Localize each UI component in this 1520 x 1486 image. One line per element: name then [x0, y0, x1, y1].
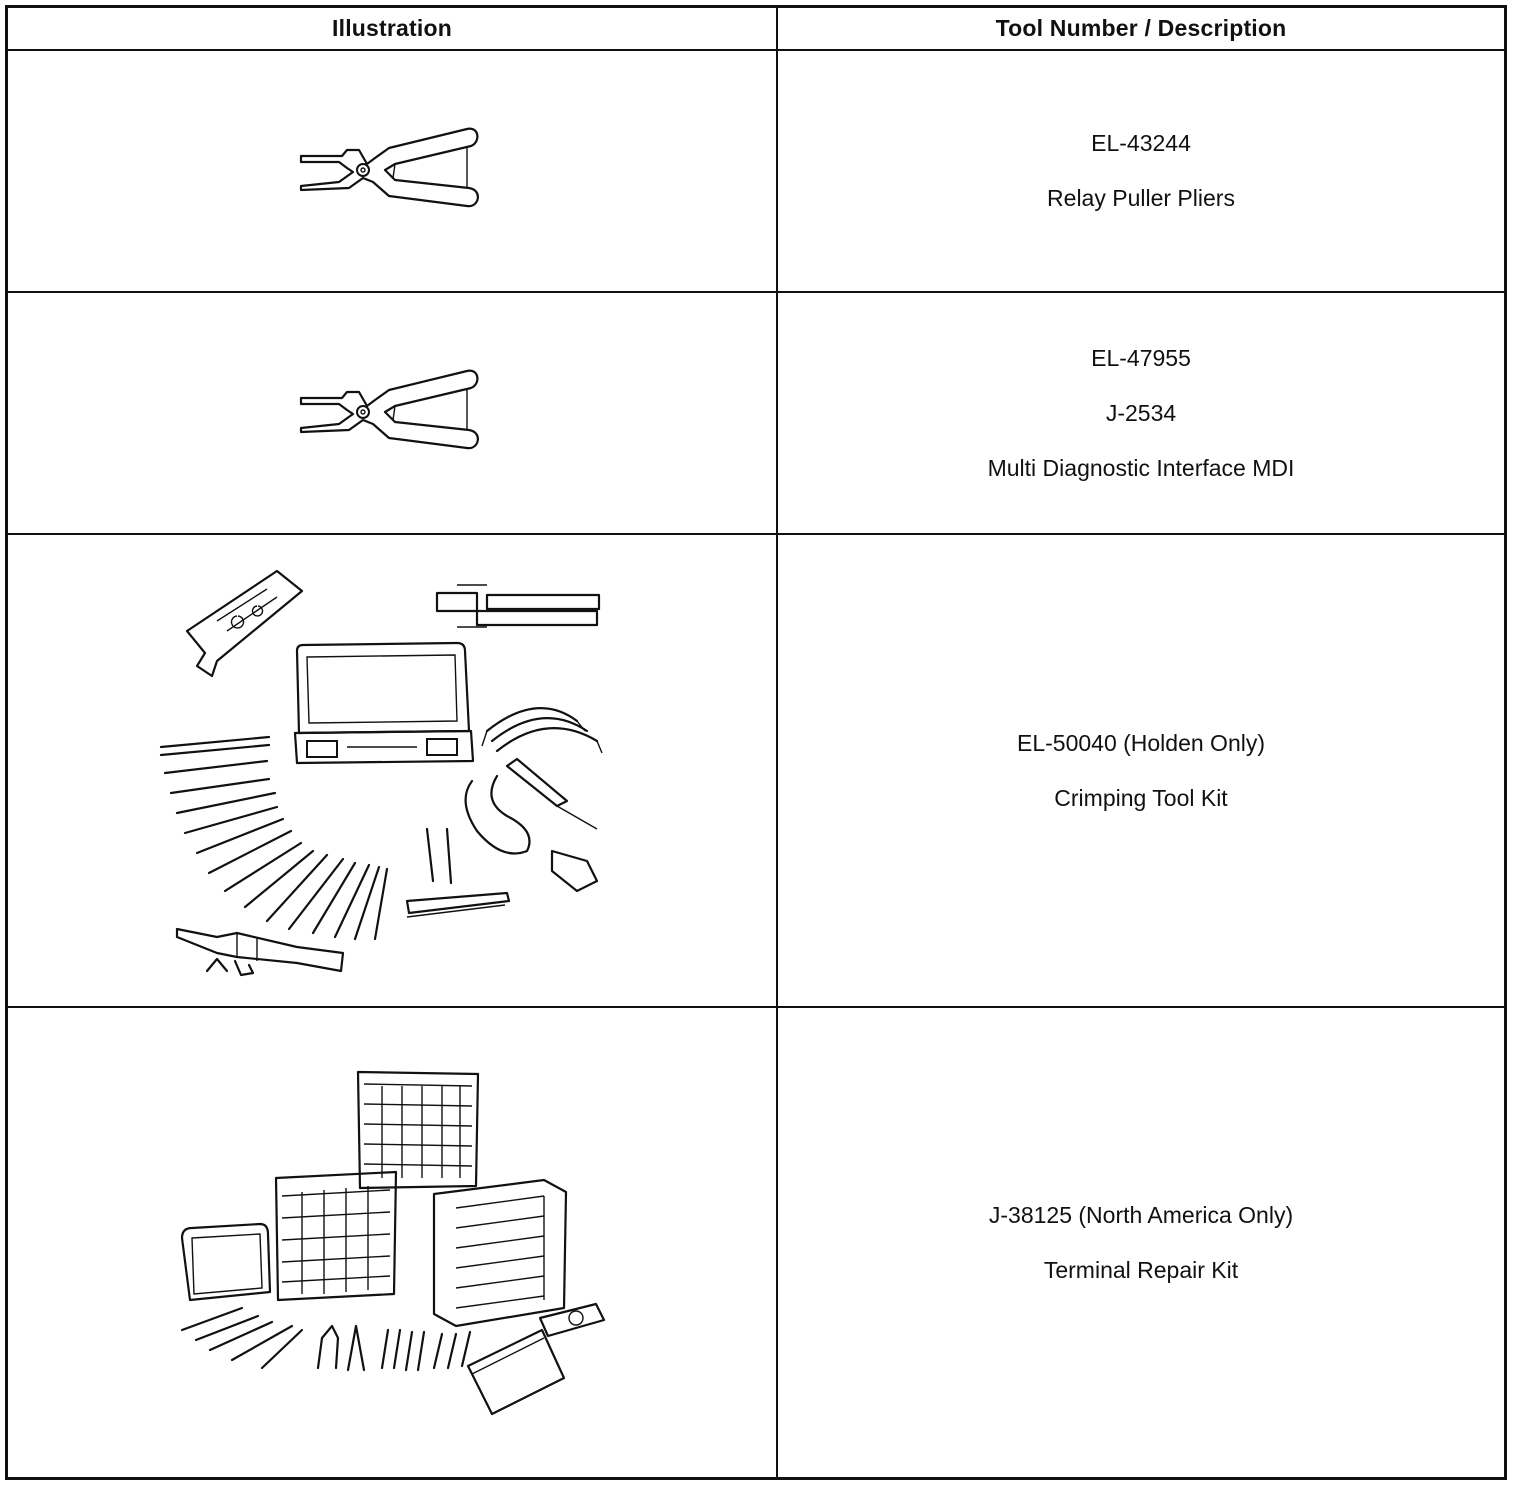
description-cell: EL-47955 J-2534 Multi Diagnostic Interfa… — [778, 293, 1504, 535]
tool-number: J-38125 (North America Only) — [988, 1201, 1294, 1228]
tool-table: Illustration Tool Number / Description E… — [5, 5, 1507, 1480]
description-cell: J-38125 (North America Only) Terminal Re… — [778, 1008, 1504, 1477]
description-cell: EL-43244 Relay Puller Pliers — [778, 51, 1504, 293]
description-cell: EL-50040 (Holden Only) Crimping Tool Kit — [778, 535, 1504, 1008]
relay-puller-pliers-icon — [299, 369, 479, 450]
crimping-tool-kit-icon — [159, 569, 603, 976]
illustration-cell — [8, 293, 778, 535]
illustration-cell — [8, 51, 778, 293]
tool-description: Multi Diagnostic Interface MDI — [987, 454, 1295, 481]
tool-description: Terminal Repair Kit — [1043, 1256, 1239, 1283]
terminal-repair-kit-icon — [180, 1070, 606, 1415]
illustration-cell — [8, 1008, 778, 1477]
tool-description: Relay Puller Pliers — [1047, 185, 1235, 211]
header-illustration: Illustration — [8, 8, 778, 51]
tool-number: EL-50040 (Holden Only) — [1016, 729, 1266, 756]
tool-number-secondary: J-2534 — [1105, 399, 1177, 426]
tool-number: EL-47955 — [1091, 344, 1191, 371]
illustration-cell — [8, 535, 778, 1008]
tool-description: Crimping Tool Kit — [1054, 784, 1228, 811]
header-description: Tool Number / Description — [778, 8, 1504, 51]
tool-number: EL-43244 — [1091, 130, 1191, 156]
relay-puller-pliers-icon — [299, 127, 479, 208]
